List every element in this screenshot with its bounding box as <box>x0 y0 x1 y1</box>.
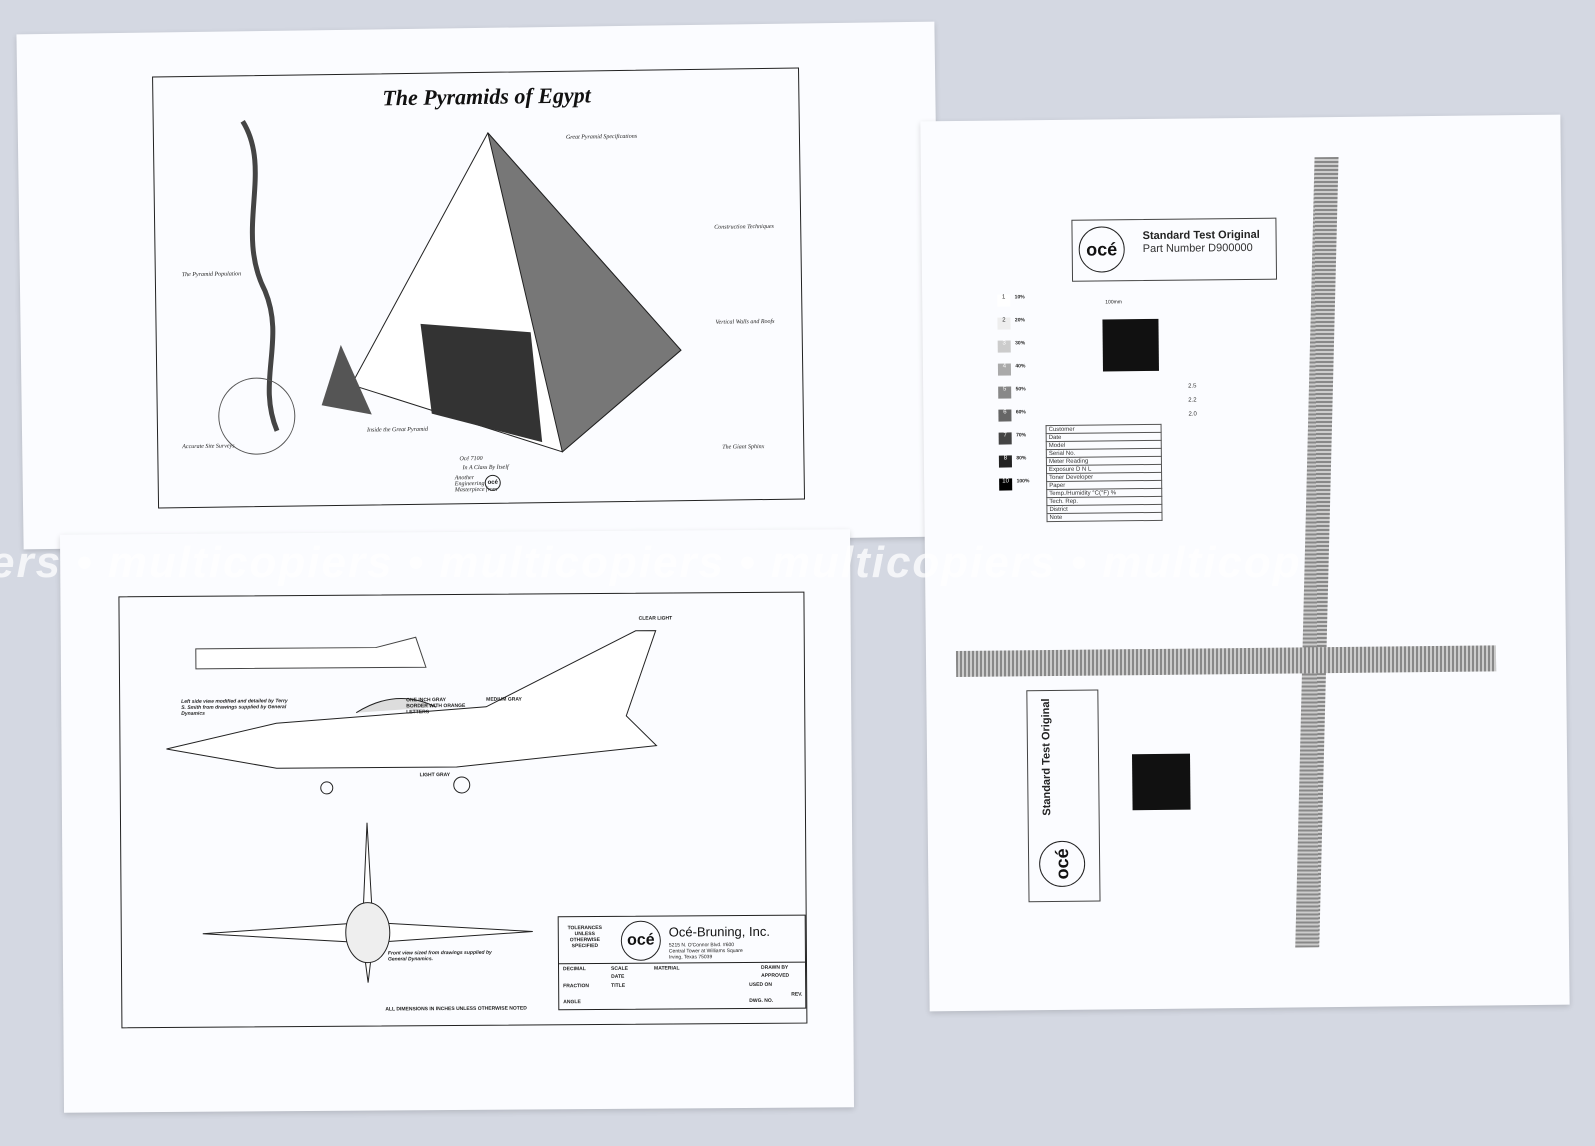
jet-label: LIGHT GRAY <box>419 772 451 779</box>
tagline: In A Class By Itself <box>462 464 509 472</box>
oce-logo: océ <box>1078 226 1125 273</box>
jet-label: ONE INCH GRAY BORDER WITH ORANGE LETTERS <box>406 697 466 716</box>
jet-note: Left side view modified and detailed by … <box>181 698 288 717</box>
section-heading: Inside the Great Pyramid <box>366 426 428 434</box>
pyramids-title: The Pyramids of Egypt <box>382 82 591 111</box>
jet-sheet: CLEAR LIGHT MEDIUM GRAY LIGHT GRAY ONE I… <box>59 529 855 1113</box>
black-square <box>1102 318 1159 372</box>
model-name: Océ 7100 <box>459 455 483 463</box>
black-square <box>1131 753 1191 811</box>
pyramid-illustration <box>321 131 682 453</box>
section-heading: Accurate Site Surveys <box>182 443 235 451</box>
watermark: ers • multicopiers • multicopiers • mult… <box>0 538 1302 587</box>
title-block: TOLERANCES UNLESS OTHERWISE SPECIFIED oc… <box>557 914 807 1011</box>
header-box: océ Standard Test Original Part Number D… <box>1071 217 1278 282</box>
jet-note: Front view sized from drawings supplied … <box>387 949 492 963</box>
service-form: Customer Date Model Serial No. Meter Rea… <box>1046 424 1163 522</box>
section-heading: The Giant Sphinx <box>722 444 765 451</box>
nile-map <box>218 119 296 455</box>
jet-label: MEDIUM GRAY <box>486 696 522 703</box>
jet-side-view <box>166 630 658 795</box>
dimension-label: 100mm <box>1105 299 1122 306</box>
jet-front-view <box>202 822 533 983</box>
rotated-header-box: océ Standard Test Original <box>1026 689 1101 903</box>
section-heading: Great Pyramid Specifications <box>565 133 638 141</box>
test-title: Standard Test Original <box>1039 698 1054 816</box>
oce-logo: océ <box>620 920 661 961</box>
oce-logo: océ <box>1038 840 1086 888</box>
section-heading: The Pyramid Population <box>181 271 242 279</box>
resolution-targets: 2.5 2.2 2.0 <box>1188 383 1197 418</box>
jet-label: CLEAR LIGHT <box>638 615 673 622</box>
gray-scale-horizontal <box>955 645 1497 678</box>
pyramids-sheet: The Pyramids of Egypt The Pyramid Popula… <box>16 21 942 550</box>
company-name: Océ-Bruning, Inc. <box>668 923 770 940</box>
part-number: Part Number D900000 <box>1142 241 1253 256</box>
section-heading: Construction Techniques <box>714 223 774 231</box>
test-title: Standard Test Original <box>1142 228 1260 243</box>
section-heading: Vertical Walls and Roofs <box>715 318 775 326</box>
jet-footer: ALL DIMENSIONS IN INCHES UNLESS OTHERWIS… <box>385 1005 527 1013</box>
gray-scale-vertical <box>1295 156 1339 948</box>
